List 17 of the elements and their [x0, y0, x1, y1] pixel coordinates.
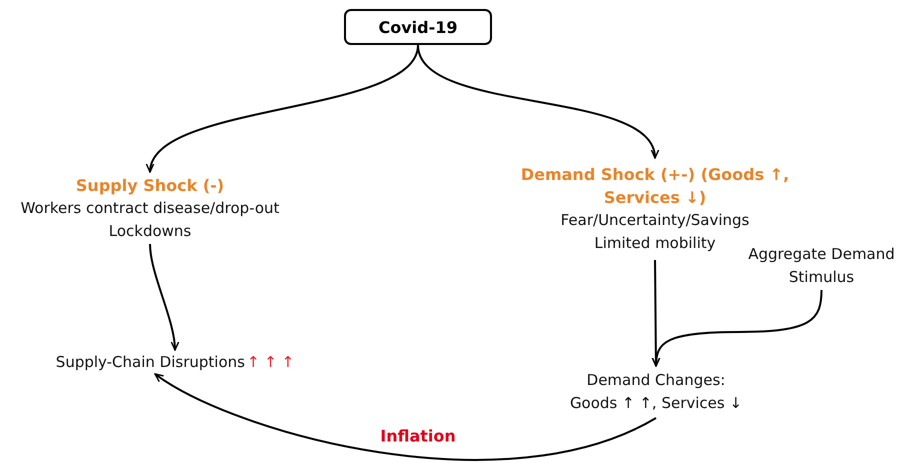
shock-heading: Demand Shock (+-) (Goods ↑, Services ↓)	[520, 164, 790, 209]
arrow	[149, 244, 179, 351]
shock-detail: Workers contract disease/drop-out	[20, 198, 280, 218]
node-text: Supply-Chain Disruptions	[56, 352, 245, 372]
node-text: Demand Changes:	[586, 370, 726, 391]
shock-heading: Supply Shock (-)	[76, 174, 224, 196]
node-text: Aggregate Demand Stimulus	[747, 244, 896, 288]
increase-arrows: ↑ ↑ ↑	[246, 353, 294, 371]
node-text: Goods ↑ ↑, Services ↓	[570, 393, 742, 414]
arrow	[417, 44, 657, 159]
arrow	[154, 373, 656, 461]
arrow	[652, 290, 822, 367]
shock-detail: Lockdowns	[108, 220, 192, 242]
rounded-box	[344, 9, 492, 45]
shock-detail: Limited mobility	[594, 233, 716, 254]
node-title: Covid-19	[378, 18, 458, 36]
shock-detail: Fear/Uncertainty/Savings	[560, 210, 750, 231]
